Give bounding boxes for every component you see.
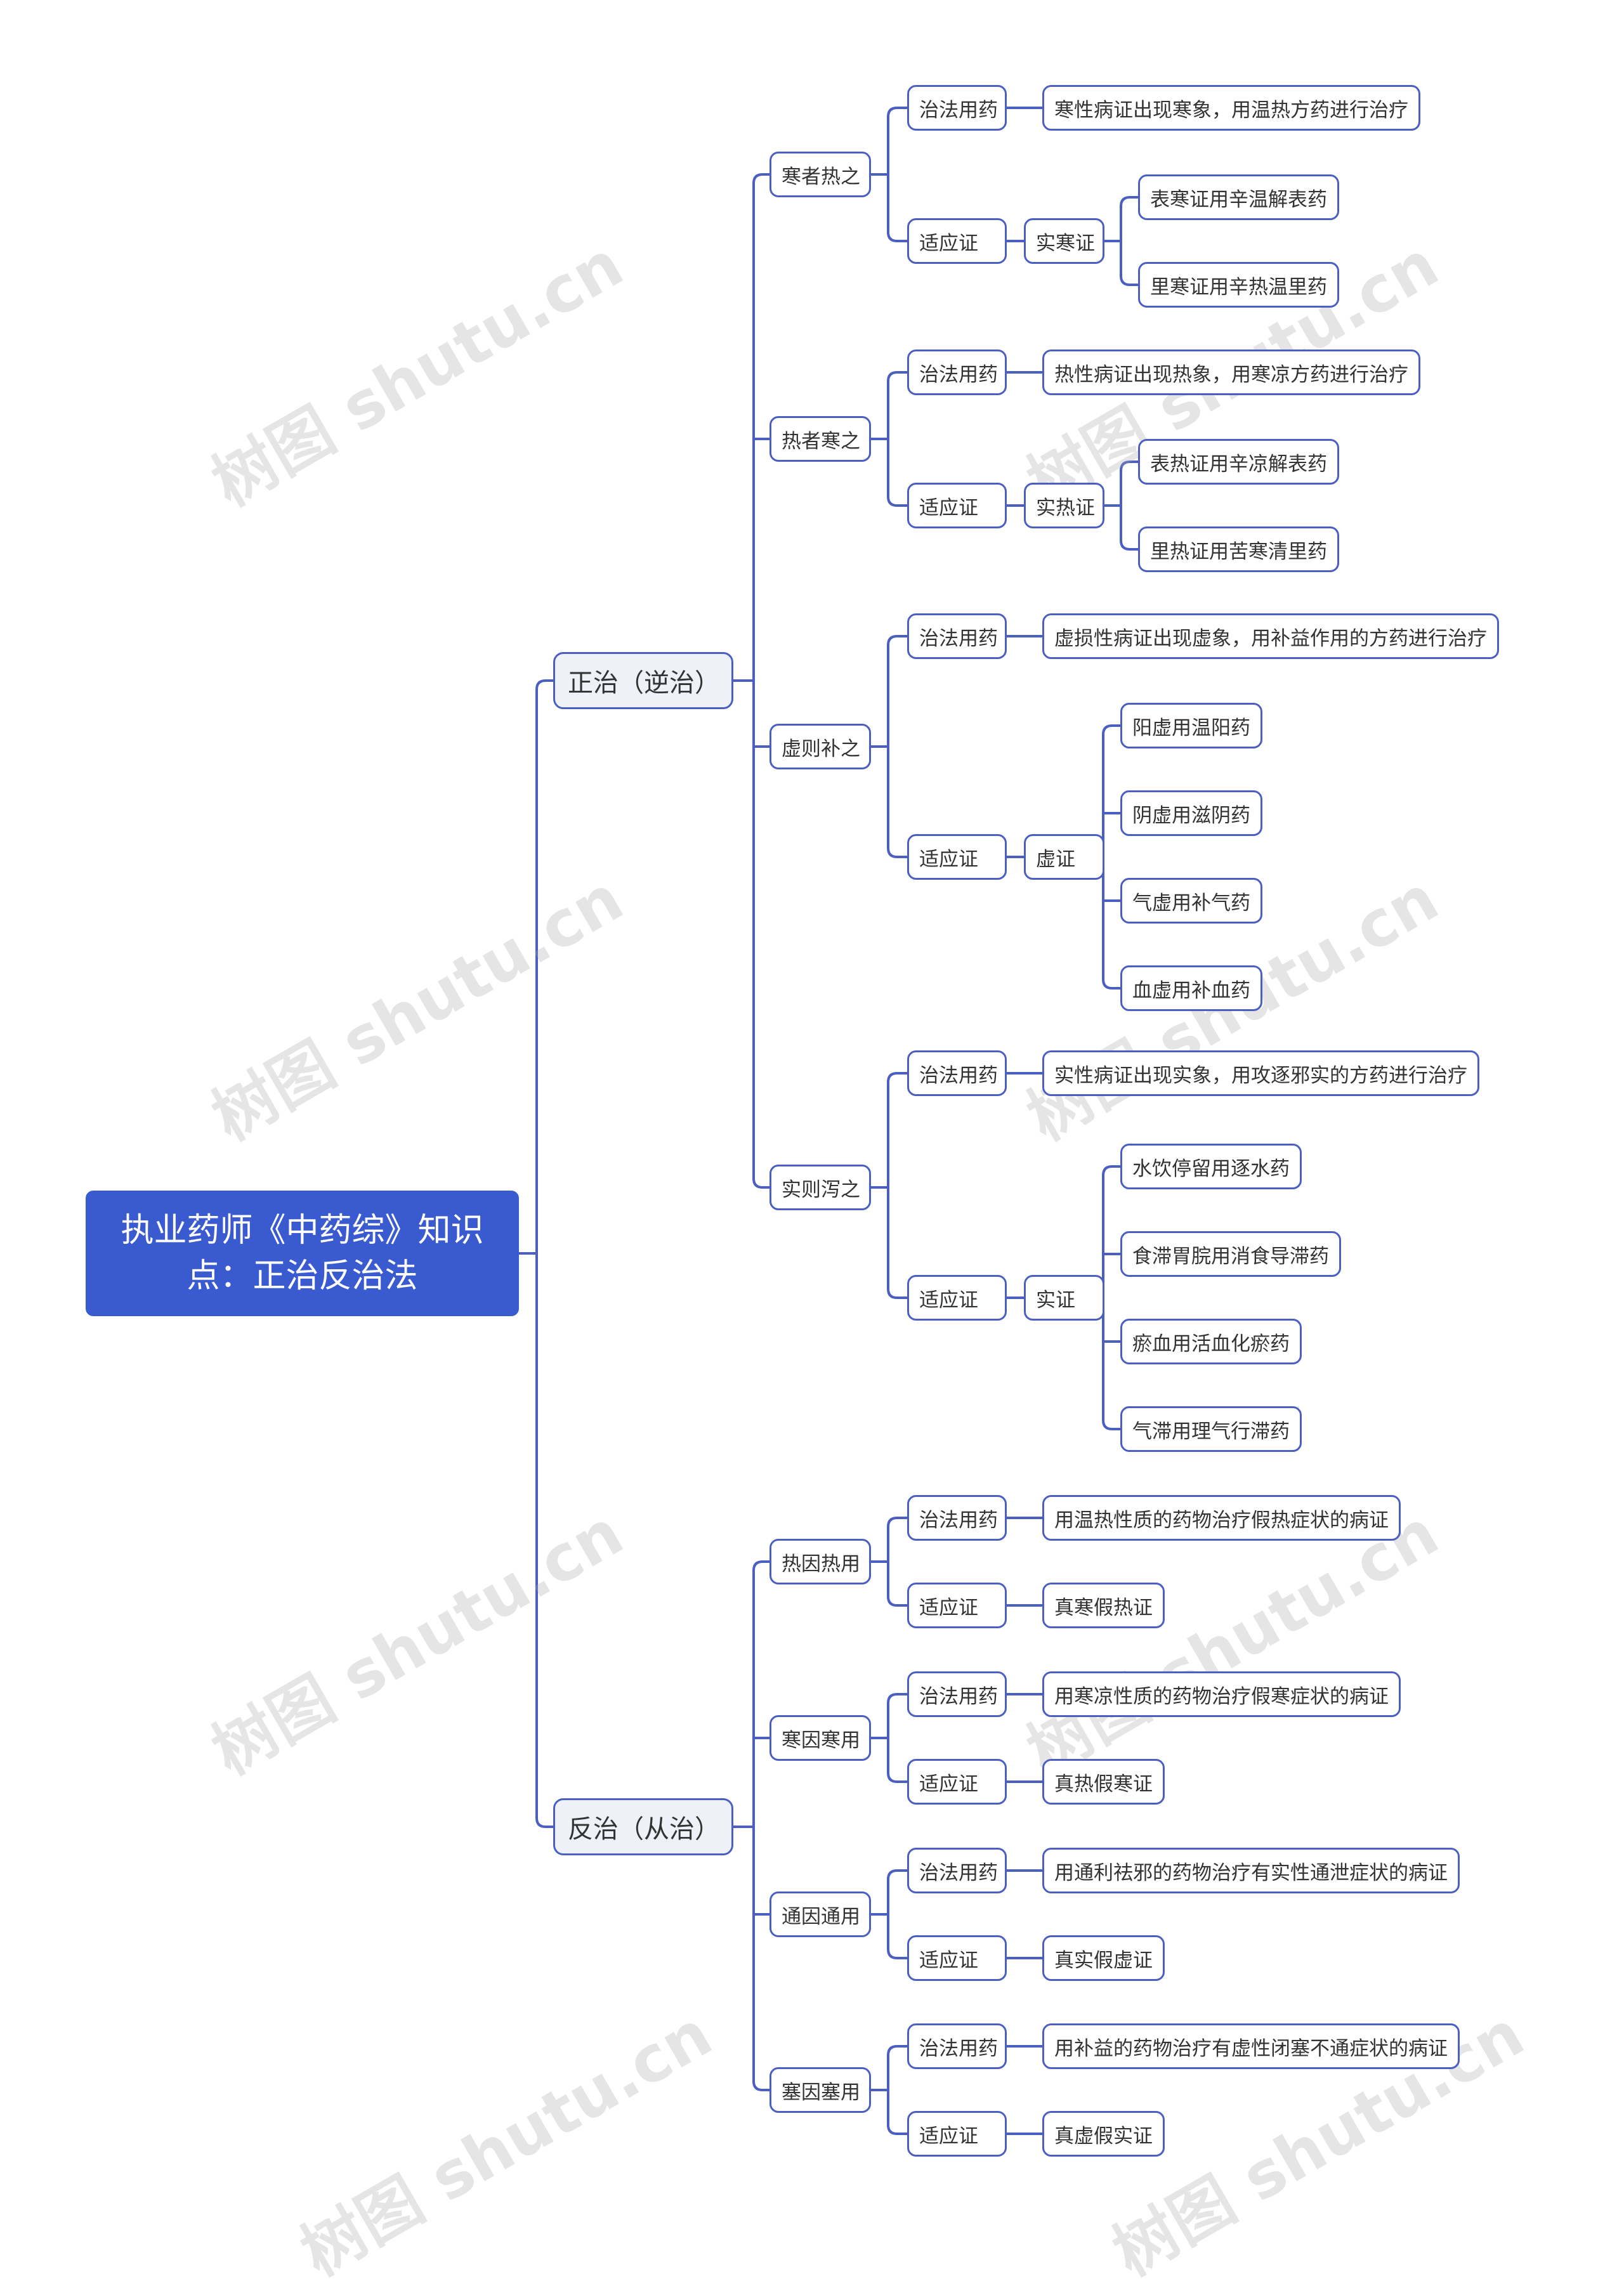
branch-node-fanzhi: 反治（从治） xyxy=(553,1798,733,1855)
treatment-node: 治法用药 xyxy=(907,1671,1007,1717)
detail-node: 瘀血用活血化瘀药 xyxy=(1120,1319,1302,1364)
detail-node: 表热证用辛凉解表药 xyxy=(1138,439,1339,485)
indication-node: 适应证 xyxy=(907,218,1007,264)
connector-line xyxy=(1102,1298,1120,1430)
category-node: 通因通用 xyxy=(769,1891,871,1937)
connector-line xyxy=(752,681,769,1189)
indication-node: 适应证 xyxy=(907,1275,1007,1321)
syndrome-node: 真寒假热证 xyxy=(1042,1583,1165,1628)
category-node: 实则泻之 xyxy=(769,1165,871,1210)
connector-line xyxy=(1120,461,1138,506)
syndrome-node: 实寒证 xyxy=(1024,218,1104,264)
connector-line xyxy=(752,1827,769,2091)
method-description: 寒性病证出现寒象，用温热方药进行治疗 xyxy=(1042,85,1420,131)
connector-line xyxy=(1102,857,1120,990)
branch-node-zhengzhi: 正治（逆治） xyxy=(553,652,733,709)
syndrome-node: 真实假虚证 xyxy=(1042,1935,1165,1981)
root-title: 执业药师《中药综》知识点：正治反治法 xyxy=(86,1191,519,1316)
detail-node: 表寒证用辛温解表药 xyxy=(1138,174,1339,220)
connector-line xyxy=(887,2045,907,2090)
category-node: 虚则补之 xyxy=(769,724,871,769)
category-node: 塞因塞用 xyxy=(769,2067,871,2113)
connector-line xyxy=(887,107,907,174)
connector-line xyxy=(887,1738,907,1783)
connector-line xyxy=(887,1072,907,1187)
method-description: 实性病证出现实象，用攻逐邪实的方药进行治疗 xyxy=(1042,1050,1479,1096)
syndrome-node: 真热假寒证 xyxy=(1042,1759,1165,1805)
category-node: 热者寒之 xyxy=(769,416,871,462)
connector-line xyxy=(887,1869,907,1914)
connector-line xyxy=(535,1253,553,1828)
connector-line xyxy=(887,2090,907,2135)
syndrome-node: 真虚假实证 xyxy=(1042,2111,1165,2157)
detail-node: 血虚用补血药 xyxy=(1120,965,1262,1011)
connector-lines xyxy=(519,107,1138,2135)
treatment-node: 治法用药 xyxy=(907,350,1007,395)
connector-line xyxy=(535,679,553,1253)
detail-node: 阳虚用温阳药 xyxy=(1120,703,1262,748)
detail-node: 水饮停留用逐水药 xyxy=(1120,1144,1302,1189)
connector-line xyxy=(887,371,907,439)
treatment-node: 治法用药 xyxy=(907,1050,1007,1096)
indication-node: 适应证 xyxy=(907,1935,1007,1981)
treatment-node: 治法用药 xyxy=(907,2023,1007,2069)
indication-node: 适应证 xyxy=(907,834,1007,880)
detail-node: 阴虚用滋阴药 xyxy=(1120,790,1262,836)
detail-node: 气虚用补气药 xyxy=(1120,878,1262,924)
detail-node: 食滞胃脘用消食导滞药 xyxy=(1120,1231,1341,1277)
detail-node: 里热证用苦寒清里药 xyxy=(1138,526,1339,572)
category-node: 寒者热之 xyxy=(769,152,871,197)
connector-line xyxy=(1102,724,1120,857)
connector-line xyxy=(1102,1165,1120,1298)
treatment-node: 治法用药 xyxy=(907,1848,1007,1893)
category-node: 寒因寒用 xyxy=(769,1715,871,1761)
syndrome-node: 虚证 xyxy=(1024,834,1104,880)
detail-node: 气滞用理气行滞药 xyxy=(1120,1406,1302,1452)
connector-line xyxy=(1120,241,1138,286)
connector-line xyxy=(887,174,907,242)
method-description: 用温热性质的药物治疗假热症状的病证 xyxy=(1042,1495,1401,1541)
connector-line xyxy=(887,439,907,507)
method-description: 用补益的药物治疗有虚性闭塞不通症状的病证 xyxy=(1042,2023,1460,2069)
indication-node: 适应证 xyxy=(907,1583,1007,1628)
method-description: 虚损性病证出现虚象，用补益作用的方药进行治疗 xyxy=(1042,613,1499,659)
connector-line xyxy=(1120,196,1138,241)
syndrome-node: 实热证 xyxy=(1024,483,1104,528)
treatment-node: 治法用药 xyxy=(907,613,1007,659)
connector-line xyxy=(887,1187,907,1299)
detail-node: 里寒证用辛热温里药 xyxy=(1138,262,1339,308)
method-description: 热性病证出现热象，用寒凉方药进行治疗 xyxy=(1042,350,1420,395)
connector-line xyxy=(752,1560,769,1827)
indication-node: 适应证 xyxy=(907,483,1007,528)
indication-node: 适应证 xyxy=(907,1759,1007,1805)
method-description: 用寒凉性质的药物治疗假寒症状的病证 xyxy=(1042,1671,1401,1717)
connector-line xyxy=(887,747,907,858)
method-description: 用通利祛邪的药物治疗有实性通泄症状的病证 xyxy=(1042,1848,1460,1893)
connector-line xyxy=(887,1562,907,1607)
connector-line xyxy=(752,173,769,681)
treatment-node: 治法用药 xyxy=(907,1495,1007,1541)
category-node: 热因热用 xyxy=(769,1539,871,1584)
indication-node: 适应证 xyxy=(907,2111,1007,2157)
treatment-node: 治法用药 xyxy=(907,85,1007,131)
syndrome-node: 实证 xyxy=(1024,1275,1104,1321)
connector-line xyxy=(887,635,907,747)
connector-line xyxy=(887,1693,907,1738)
connector-line xyxy=(887,1914,907,1959)
connector-line xyxy=(1120,506,1138,551)
connector-line xyxy=(887,1517,907,1562)
